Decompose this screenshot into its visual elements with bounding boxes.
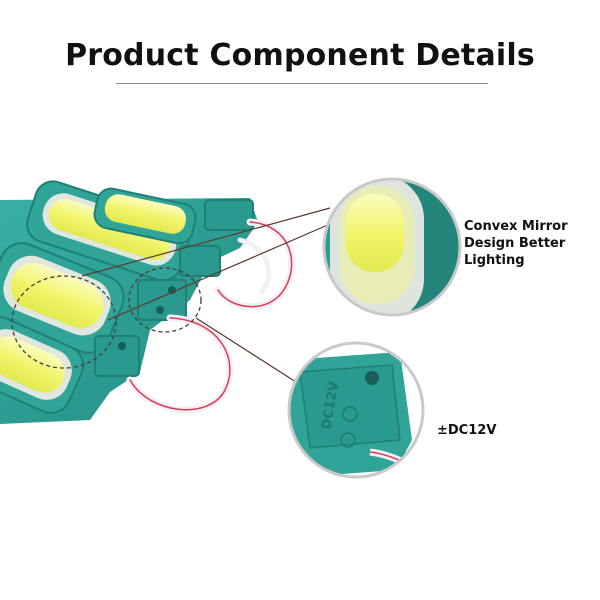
title-underline xyxy=(116,83,488,84)
led-module-3 xyxy=(0,316,85,414)
connector-block-1 xyxy=(204,199,254,231)
led-module-0 xyxy=(93,187,197,245)
callout-voltage: ±DC12V xyxy=(437,423,497,438)
power-wires xyxy=(126,218,296,414)
connector-block-3 xyxy=(137,279,187,321)
zoom-circle-led-lens xyxy=(322,177,462,317)
callout-line-convex-1 xyxy=(81,207,331,277)
callout-line-convex-2 xyxy=(107,223,331,321)
callout-convex-line3: Lighting xyxy=(464,253,525,268)
led-module-strip xyxy=(0,180,296,424)
zoom-circle-connector: DC12V xyxy=(287,341,425,479)
highlight-led-circle xyxy=(11,275,117,369)
callout-line-voltage xyxy=(195,317,297,383)
connector-block-2 xyxy=(179,245,221,277)
callout-convex-line2: Design Better xyxy=(464,236,566,251)
page-title: Product Component Details xyxy=(65,38,535,73)
callout-convex-line1: Convex Mirror xyxy=(464,219,568,234)
connector-block-4 xyxy=(94,335,140,377)
callout-convex-mirror: Convex Mirror Design Better Lighting xyxy=(464,218,594,269)
highlight-connector-circle xyxy=(128,267,202,333)
